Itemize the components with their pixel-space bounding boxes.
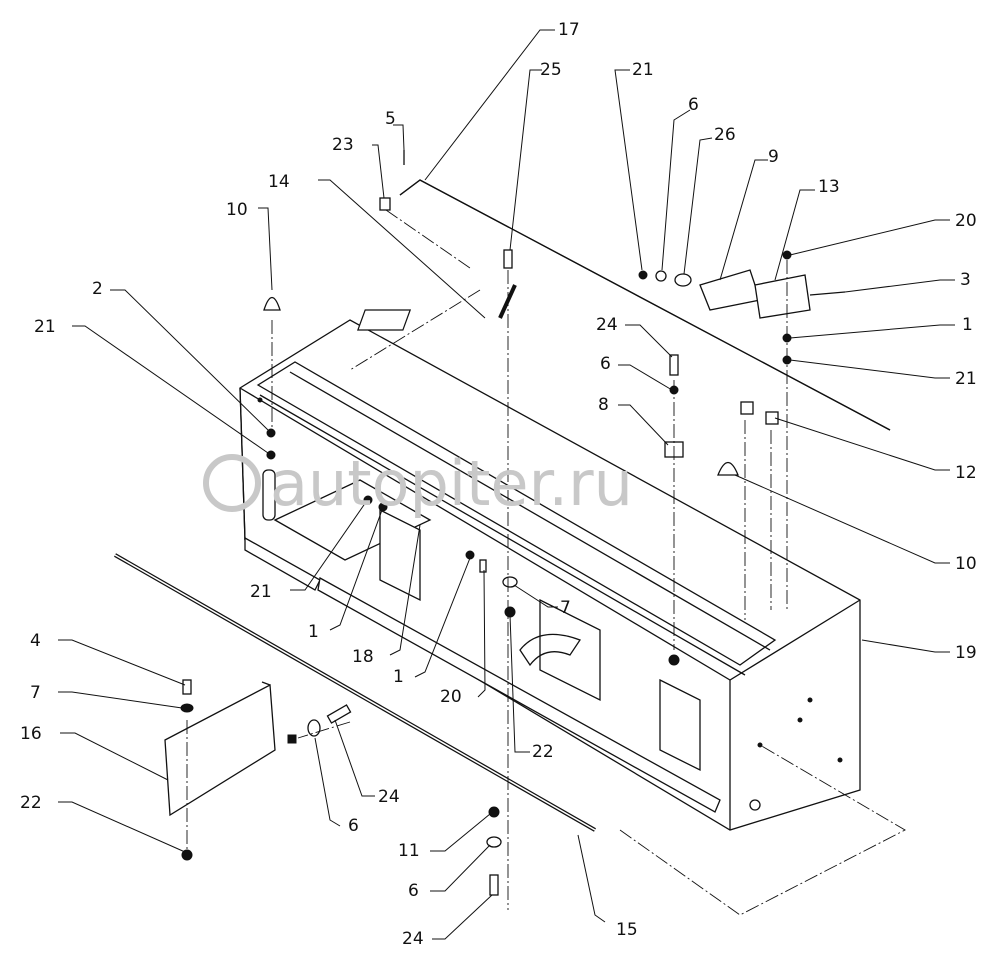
callout-22: 22 bbox=[532, 742, 554, 762]
main-frame bbox=[239, 319, 861, 831]
small-parts bbox=[164, 150, 846, 896]
callout-1: 1 bbox=[393, 667, 404, 687]
callout-24: 24 bbox=[378, 787, 400, 807]
callout-17: 17 bbox=[558, 20, 580, 40]
callout-23: 23 bbox=[332, 135, 354, 155]
callout-18: 18 bbox=[352, 647, 374, 667]
callout-26: 26 bbox=[714, 125, 736, 145]
callout-9: 9 bbox=[768, 147, 779, 167]
callout-16: 16 bbox=[20, 724, 42, 744]
callout-10: 10 bbox=[955, 554, 977, 574]
callout-5: 5 bbox=[385, 109, 396, 129]
callout-6: 6 bbox=[600, 354, 611, 374]
callout-11: 11 bbox=[398, 841, 420, 861]
callout-15: 15 bbox=[616, 920, 638, 940]
center-lines bbox=[186, 209, 906, 916]
callout-6: 6 bbox=[688, 95, 699, 115]
callout-8: 8 bbox=[598, 395, 609, 415]
callout-21: 21 bbox=[250, 582, 272, 602]
callout-3: 3 bbox=[960, 270, 971, 290]
callout-21: 21 bbox=[34, 317, 56, 337]
callout-14: 14 bbox=[268, 172, 290, 192]
callout-12: 12 bbox=[955, 463, 977, 483]
callout-24: 24 bbox=[596, 315, 618, 335]
callout-22: 22 bbox=[20, 793, 42, 813]
callouts: 17 25 21 5 23 6 26 9 13 14 10 20 3 2 21 … bbox=[20, 20, 977, 949]
callout-21: 21 bbox=[632, 60, 654, 80]
callout-20: 20 bbox=[955, 211, 977, 231]
callout-6: 6 bbox=[408, 881, 419, 901]
watermark: autopiter.ru bbox=[203, 447, 633, 520]
rods bbox=[114, 179, 891, 832]
callout-20: 20 bbox=[440, 687, 462, 707]
callout-7: 7 bbox=[560, 598, 571, 618]
callout-10: 10 bbox=[226, 200, 248, 220]
callout-25: 25 bbox=[540, 60, 562, 80]
watermark-text: autopiter.ru bbox=[270, 447, 633, 520]
callout-7: 7 bbox=[30, 683, 41, 703]
callout-24: 24 bbox=[402, 929, 424, 949]
callout-4: 4 bbox=[30, 631, 41, 651]
callout-1: 1 bbox=[308, 622, 319, 642]
callout-2: 2 bbox=[92, 279, 103, 299]
callout-13: 13 bbox=[818, 177, 840, 197]
callout-6: 6 bbox=[348, 816, 359, 836]
callout-19: 19 bbox=[955, 643, 977, 663]
callout-1: 1 bbox=[962, 315, 973, 335]
callout-21: 21 bbox=[955, 369, 977, 389]
